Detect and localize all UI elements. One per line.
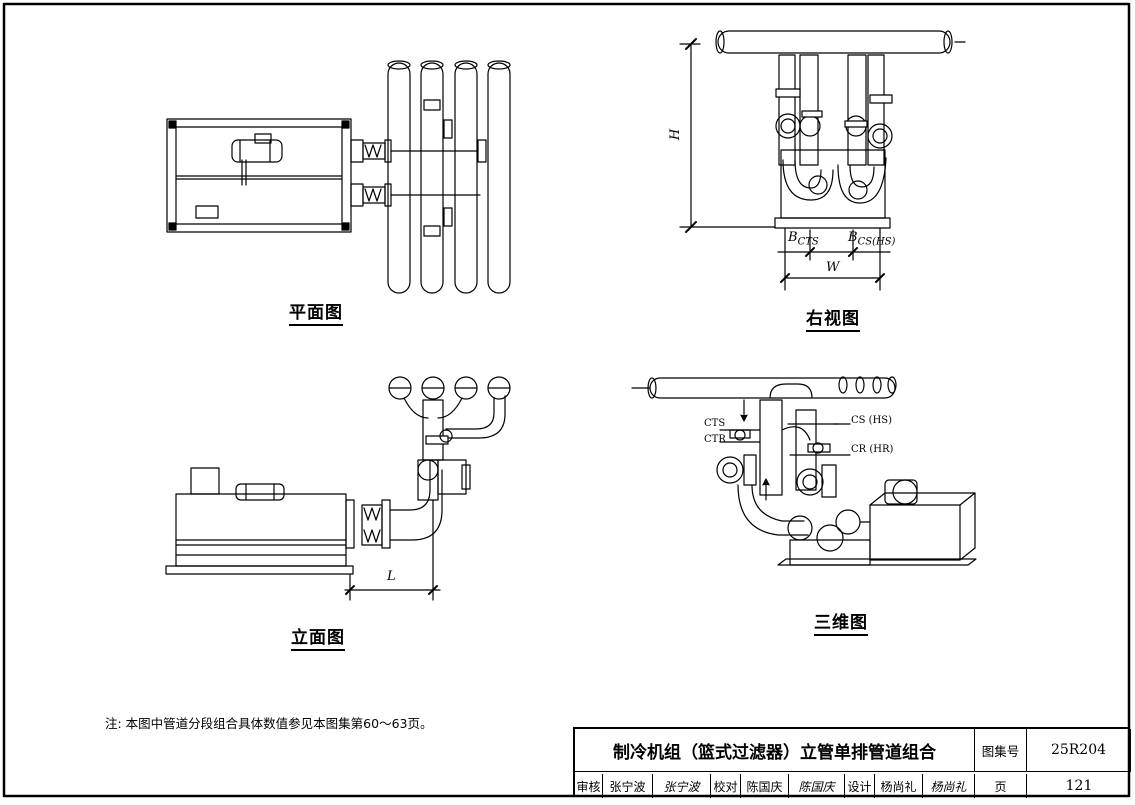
page-number: 121 [1065,778,1093,794]
checker-name: 陈国庆 [741,774,789,798]
title-block: 制冷机组（篮式过滤器）立管单排管道组合 图集号 25R204 审核 张宁波 张宁… [573,727,1131,798]
review-label: 审核 [575,774,603,798]
elevation-view-title: 立面图 [291,623,345,651]
tag-ctr: CTR [704,434,726,445]
tag-cr-hr: CR (HR) [851,444,894,455]
dim-h-label: H [668,128,684,141]
drawing-note: 注: 本图中管道分段组合具体数值参见本图集第60～63页。 [105,716,433,731]
dim-b-letter: B [788,230,798,245]
tag-cs-hs: CS (HS) [851,415,893,426]
tag-cts: CTS [704,418,726,429]
check-label: 校对 [711,774,741,798]
dim-w-label: W [826,260,840,275]
designer-name: 杨尚礼 [875,774,923,798]
dim-b-cts-sub: CTS [797,236,819,248]
atlas-label: 图集号 [975,729,1027,772]
iso-view-drawing [631,376,977,566]
plan-view-title: 平面图 [289,298,343,326]
dim-b-letter: B [848,230,858,245]
iso-view-title: 三维图 [814,608,868,636]
designer-signature: 杨尚礼 [923,774,975,798]
design-label: 设计 [845,774,875,798]
dim-b-cts-label: BCTS [788,230,819,248]
dim-l-label: L [387,569,396,584]
right-view-drawing [679,30,966,291]
plan-view-drawing [166,60,511,294]
right-view-title: 右视图 [806,304,860,332]
checker-signature: 陈国庆 [789,774,845,798]
reviewer-signature: 张宁波 [653,774,711,798]
drawing-title: 制冷机组（篮式过滤器）立管单排管道组合 [575,729,975,772]
elevation-view-drawing [165,376,511,601]
reviewer-name: 张宁波 [603,774,653,798]
page-label: 页 [975,774,1027,798]
dim-b-cshs-label: BCS(HS) [848,230,895,248]
dim-b-cshs-sub: CS(HS) [857,236,896,248]
atlas-number: 25R204 [1027,729,1131,772]
